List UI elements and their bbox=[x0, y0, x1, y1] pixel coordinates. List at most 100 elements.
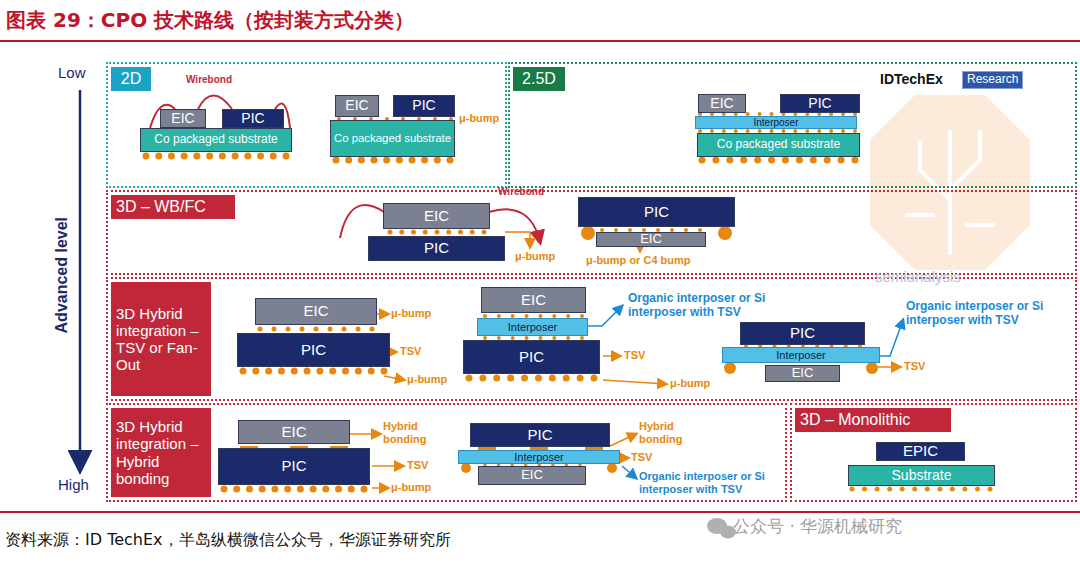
bump bbox=[371, 157, 378, 164]
chip-block: EIC bbox=[596, 232, 706, 247]
chip-label: EIC bbox=[281, 424, 306, 441]
bump bbox=[168, 153, 175, 160]
chip-block: EPIC bbox=[876, 442, 965, 461]
chip-label: Interposer bbox=[508, 321, 558, 333]
bump bbox=[461, 463, 471, 473]
callout-label: μ-bump bbox=[407, 373, 447, 386]
chip-block: PIC bbox=[237, 333, 390, 367]
callout-label: TSV bbox=[904, 360, 925, 373]
bump bbox=[314, 327, 319, 332]
bump bbox=[399, 230, 404, 235]
panel: 3D Hybrid integration – TSV or Fan-OutEI… bbox=[108, 279, 1075, 399]
bump bbox=[796, 157, 803, 164]
bump bbox=[493, 375, 500, 382]
chip-label: EIC bbox=[424, 208, 449, 225]
panel: 2DEICPICCo packaged substrateEICPICCo pa… bbox=[108, 64, 505, 186]
chip-block: EIC bbox=[698, 94, 746, 113]
c4-bump bbox=[718, 226, 732, 240]
chip-block: EIC bbox=[160, 109, 206, 128]
bump bbox=[270, 153, 277, 160]
bump bbox=[782, 157, 789, 164]
callout-label: Hybrid bonding bbox=[383, 420, 443, 445]
panel-tab: 3D Hybrid integration – TSV or Fan-Out bbox=[111, 282, 211, 396]
bump bbox=[232, 153, 239, 160]
bump bbox=[549, 375, 556, 382]
bump bbox=[193, 153, 200, 160]
bump bbox=[271, 486, 278, 493]
bump bbox=[283, 153, 290, 160]
callout-label: High bbox=[58, 476, 89, 493]
callout-label: Research bbox=[962, 71, 1023, 89]
bump bbox=[265, 368, 272, 375]
rule bbox=[0, 40, 1080, 42]
bump bbox=[768, 157, 775, 164]
callout-label: Organic interposer or Si interposer with… bbox=[628, 292, 778, 320]
chip-block: PIC bbox=[578, 197, 735, 227]
callout-label: Organic interposer or Si interposer with… bbox=[639, 470, 784, 495]
panel-heading: 3D Hybrid integration – Hybrid bonding bbox=[116, 418, 206, 487]
bump bbox=[852, 157, 859, 164]
axis-arrow bbox=[79, 90, 82, 470]
chip-block: EIC bbox=[765, 365, 840, 382]
bump bbox=[278, 368, 285, 375]
bump bbox=[810, 157, 817, 164]
chip-block: PIC bbox=[218, 448, 370, 485]
bump bbox=[348, 486, 355, 493]
bump bbox=[388, 230, 393, 235]
bump bbox=[316, 368, 323, 375]
bump bbox=[335, 486, 342, 493]
bump bbox=[712, 157, 719, 164]
callout-label: Advanced level bbox=[53, 217, 71, 334]
bump bbox=[726, 157, 733, 164]
bump bbox=[591, 375, 598, 382]
bump bbox=[577, 375, 584, 382]
bump bbox=[887, 487, 892, 492]
bump bbox=[850, 487, 855, 492]
callout-label: μ-bump or C4 bump bbox=[586, 254, 691, 267]
callout-label: TSV bbox=[407, 459, 428, 472]
callout-label: μ-bump bbox=[391, 307, 431, 320]
bump bbox=[950, 487, 955, 492]
bump bbox=[699, 157, 706, 164]
bump bbox=[181, 153, 188, 160]
bump bbox=[233, 486, 240, 493]
callout-label: TSV bbox=[631, 451, 652, 464]
bump bbox=[358, 157, 365, 164]
bump bbox=[434, 157, 441, 164]
bump bbox=[435, 230, 440, 235]
chip-block: PIC bbox=[470, 423, 610, 447]
bump bbox=[962, 487, 967, 492]
chip-label: PIC bbox=[644, 204, 669, 221]
panel-tab: 2D bbox=[111, 67, 151, 91]
chip-label: Co packaged substrate bbox=[717, 138, 840, 151]
callout-label: μ-bump bbox=[515, 250, 555, 263]
chip-block: EIC bbox=[481, 287, 586, 313]
chip-label: PIC bbox=[281, 458, 306, 475]
bump bbox=[155, 153, 162, 160]
chip-block: Co packaged substrate bbox=[697, 133, 860, 157]
bump bbox=[258, 327, 263, 332]
bump bbox=[607, 463, 617, 473]
bump bbox=[297, 486, 304, 493]
panel-tab: 2.5D bbox=[513, 67, 565, 91]
chip-label: EIC bbox=[521, 468, 543, 482]
bump bbox=[252, 368, 259, 375]
chip-block: PIC bbox=[740, 322, 865, 345]
bump bbox=[240, 368, 247, 375]
bump bbox=[257, 153, 264, 160]
bump bbox=[421, 157, 428, 164]
chip-block: Interposer bbox=[695, 116, 857, 129]
callout-label: μ-bump bbox=[391, 481, 431, 494]
bump bbox=[356, 327, 361, 332]
bump bbox=[342, 368, 349, 375]
bump bbox=[875, 487, 880, 492]
c4-bump bbox=[581, 226, 595, 240]
bump bbox=[482, 230, 487, 235]
bump bbox=[409, 157, 416, 164]
bump bbox=[368, 368, 375, 375]
chip-block: PIC bbox=[222, 109, 284, 128]
panel-heading: 3D – WB/FC bbox=[116, 198, 206, 216]
wirebond bbox=[198, 96, 232, 110]
bump bbox=[563, 375, 570, 382]
bump bbox=[446, 230, 451, 235]
